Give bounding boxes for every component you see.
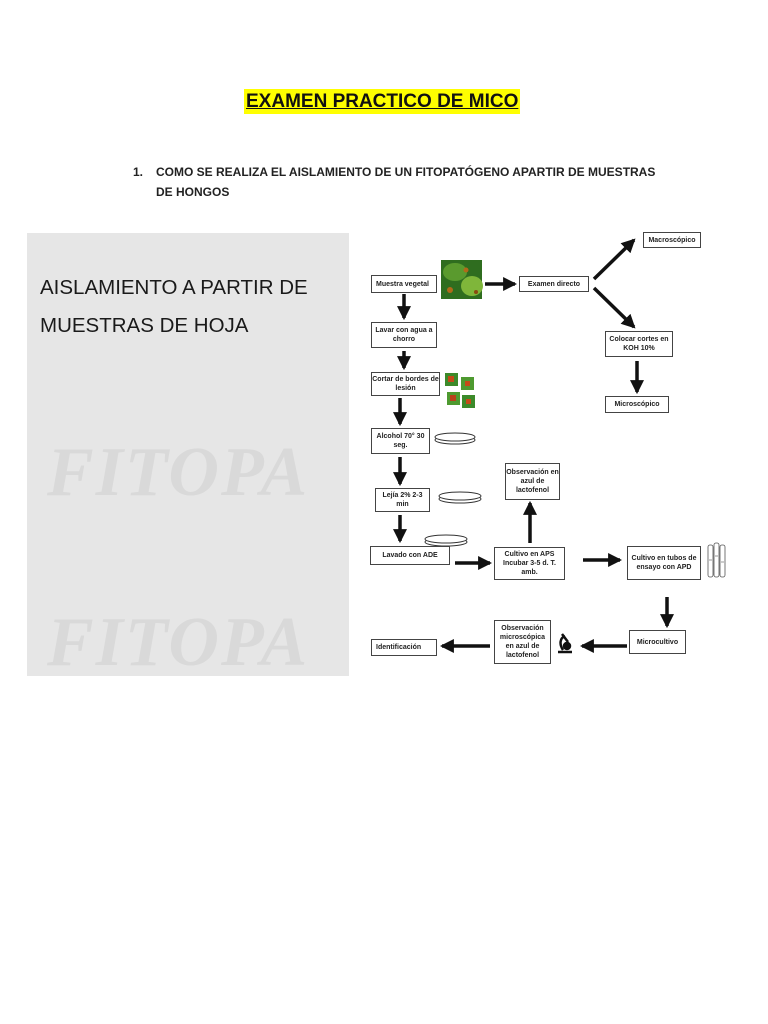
node-cultivo-tubos: Cultivo en tubos de ensayo con APD xyxy=(627,546,701,580)
watermark-text: FITOPA xyxy=(47,434,310,511)
node-microscopico: Microscópico xyxy=(605,396,669,413)
flow-arrow xyxy=(592,286,636,329)
petri-dish-icon xyxy=(424,534,468,547)
node-macroscopico: Macroscópico xyxy=(643,232,701,248)
leaf-sample-image xyxy=(441,260,483,299)
node-examen-directo: Examen directo xyxy=(519,276,589,292)
test-tubes-icon xyxy=(707,542,726,578)
petri-dish-icon xyxy=(438,491,482,504)
node-alcohol: Alcohol 70° 30 seg. xyxy=(371,428,430,454)
node-observacion-azul: Observación en azul de lactofenol xyxy=(505,463,560,500)
node-microcultivo: Microcultivo xyxy=(629,630,686,654)
petri-dish-icon xyxy=(434,432,476,445)
question-number: 1. xyxy=(133,165,144,179)
node-lejia: Lejía 2% 2-3 min xyxy=(375,488,430,512)
document-title: EXAMEN PRACTICO DE MICO xyxy=(244,89,521,114)
node-colocar-cortes: Colocar cortes en KOH 10% xyxy=(605,331,673,357)
question-text: COMO SE REALIZA EL AISLAMIENTO DE UN FIT… xyxy=(156,165,656,199)
slide-title-line-1: AISLAMIENTO A PARTIR DE xyxy=(40,276,308,299)
slide-title: AISLAMIENTO A PARTIR DE MUESTRAS DE HOJA xyxy=(40,269,308,345)
flow-arrow xyxy=(592,238,636,281)
node-lavar: Lavar con agua a chorro xyxy=(371,322,437,348)
node-identificacion: Identificación xyxy=(371,639,437,656)
slide-panel: FITOPA FITOPA AISLAMIENTO A PARTIR DE MU… xyxy=(27,233,349,676)
node-cultivo-aps: Cultivo en APS Incubar 3-5 d. T. amb. xyxy=(494,547,565,580)
node-cortar: Cortar de bordes de lesión xyxy=(371,372,440,396)
microscope-icon xyxy=(558,633,572,654)
slide-title-line-2: MUESTRAS DE HOJA xyxy=(40,314,249,337)
node-lavado: Lavado con ADE xyxy=(370,546,450,565)
node-observacion-micro: Observación microscópica en azul de lact… xyxy=(494,620,551,664)
watermark-text: FITOPA xyxy=(47,604,310,676)
leaf-fragments-image xyxy=(445,373,475,408)
node-muestra-vegetal: Muestra vegetal xyxy=(371,275,437,293)
